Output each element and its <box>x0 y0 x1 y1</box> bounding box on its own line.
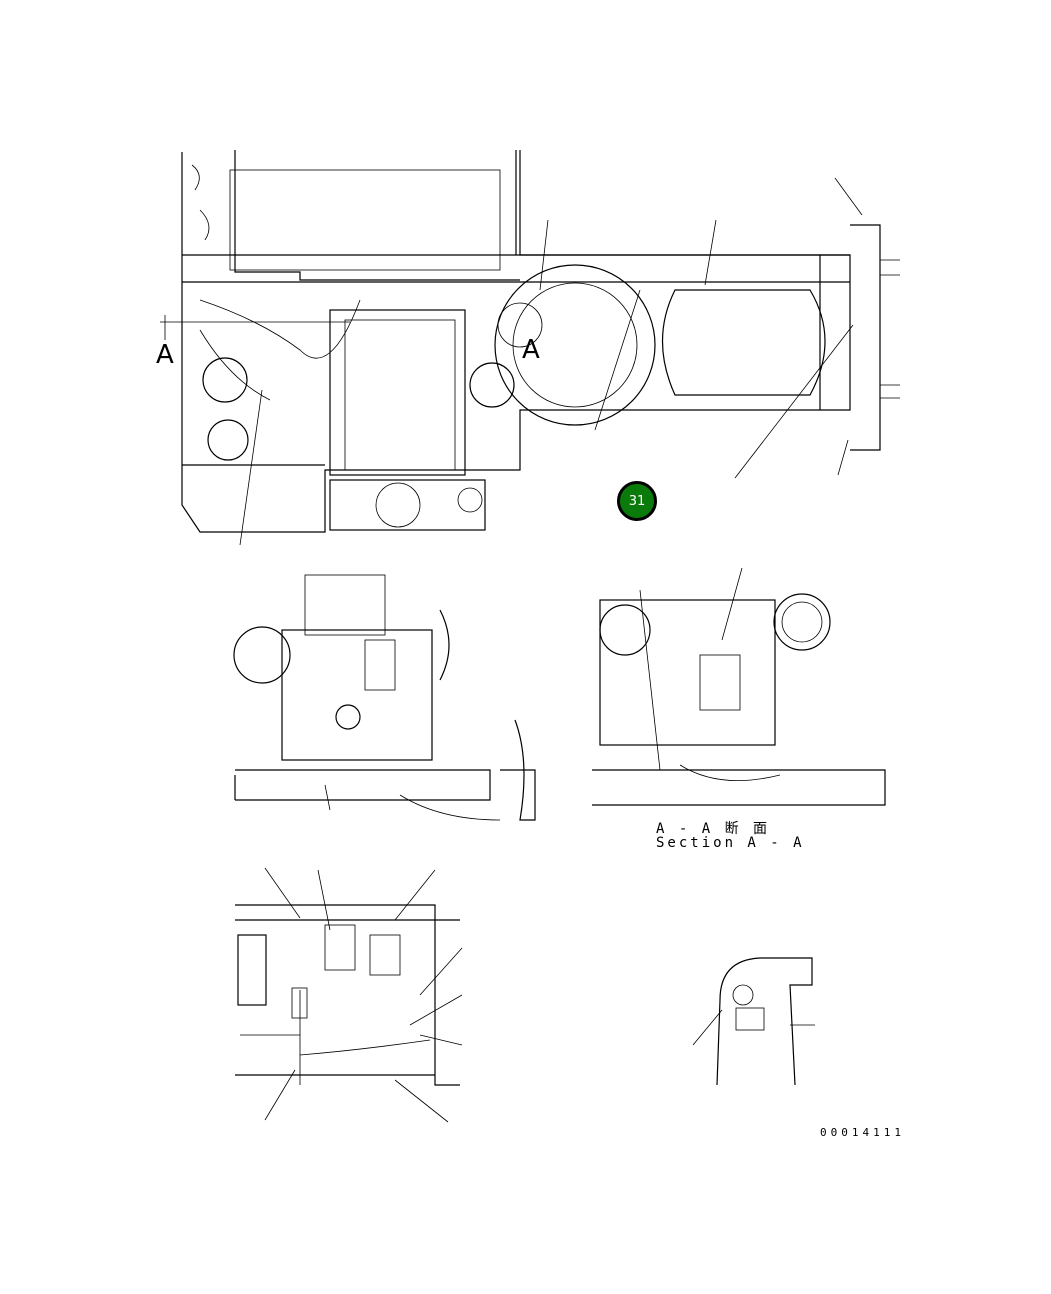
detail-bottom-left <box>235 867 463 1123</box>
section-title-en: Section A - A <box>656 835 805 851</box>
engine-front-view <box>233 574 536 821</box>
top-view <box>160 150 900 546</box>
section-a-a-view <box>592 567 886 806</box>
callout-31-button[interactable]: 31 <box>617 481 657 521</box>
section-title-jp: A - A 断 面 <box>656 821 771 837</box>
callout-label: 31 <box>628 493 646 509</box>
section-marker-left: A <box>156 340 174 370</box>
section-marker-right: A <box>522 335 540 365</box>
document-number: 00014111 <box>820 1126 905 1139</box>
detail-bottom-right <box>692 957 815 1086</box>
